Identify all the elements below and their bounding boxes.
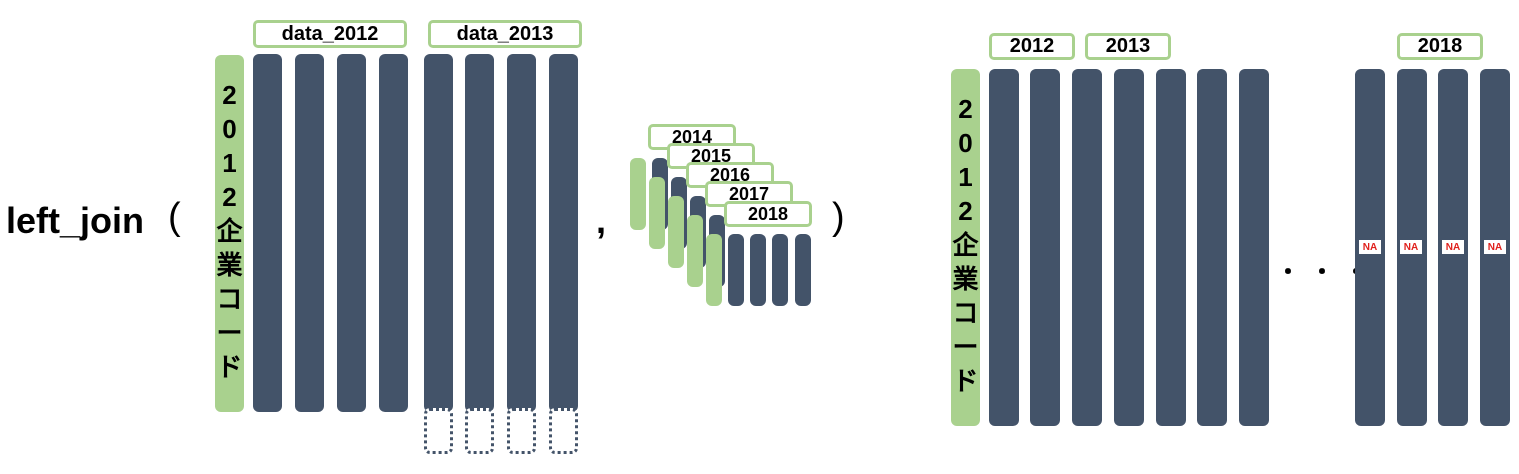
result-column [1239, 69, 1269, 426]
result-key-column [951, 69, 980, 426]
stack-key-column [649, 177, 665, 249]
data-2013-column [465, 54, 494, 412]
stack-column [728, 234, 744, 306]
result-label-2012: 2012 [989, 33, 1075, 60]
stack-column [795, 234, 811, 306]
missing-rows-placeholder [507, 408, 536, 454]
data-2012-column [379, 54, 408, 412]
label-2018: 2018 [724, 201, 812, 227]
stack-key-column [687, 215, 703, 287]
result-column [1072, 69, 1102, 426]
function-name: left_join [6, 200, 145, 241]
na-marker: NA [1484, 240, 1506, 254]
data-2012-column [337, 54, 366, 412]
missing-rows-placeholder [549, 408, 578, 454]
data-2012-column [253, 54, 282, 412]
close-paren: ) [832, 196, 845, 238]
label-data-2012: data_2012 [253, 20, 407, 48]
stack-column [772, 234, 788, 306]
missing-rows-placeholder [424, 408, 453, 454]
ellipsis: ・・・ [1276, 259, 1378, 286]
data-2013-column [549, 54, 578, 412]
stack-key-column [706, 234, 722, 306]
result-column [1030, 69, 1060, 426]
result-label-2018: 2018 [1397, 33, 1483, 60]
result-column [989, 69, 1019, 426]
result-label-2013: 2013 [1085, 33, 1171, 60]
result-column [1197, 69, 1227, 426]
result-column [1114, 69, 1144, 426]
na-marker: NA [1442, 240, 1464, 254]
na-marker: NA [1400, 240, 1422, 254]
stack-key-column [630, 158, 646, 230]
left-key-column [215, 55, 244, 412]
comma: , [596, 200, 607, 241]
data-2013-column [507, 54, 536, 412]
stack-column [750, 234, 766, 306]
data-2013-column [424, 54, 453, 412]
open-paren: ( [168, 196, 181, 238]
label-data-2013: data_2013 [428, 20, 582, 48]
na-marker: NA [1359, 240, 1381, 254]
stack-key-column [668, 196, 684, 268]
result-column [1156, 69, 1186, 426]
missing-rows-placeholder [465, 408, 494, 454]
data-2012-column [295, 54, 324, 412]
